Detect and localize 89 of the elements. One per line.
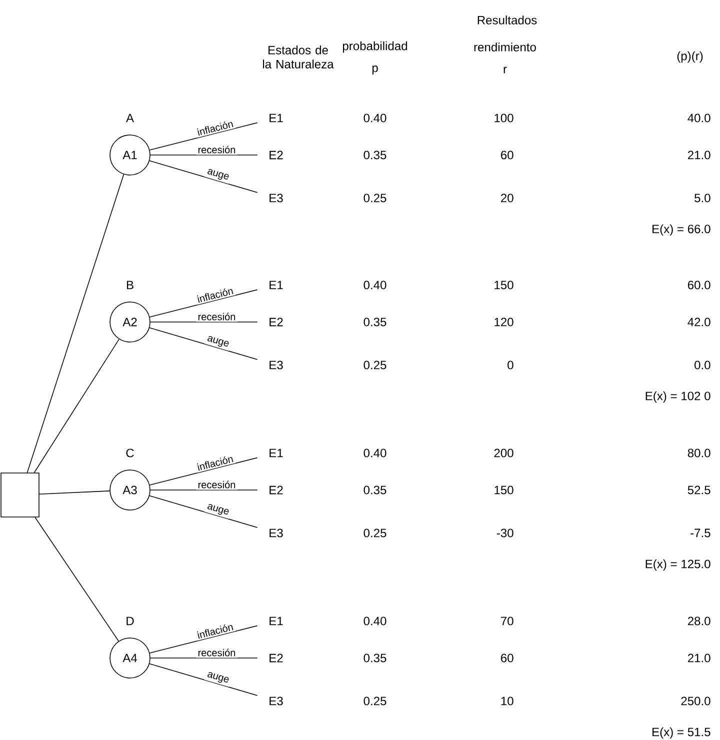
expected-value: E(x) = 102 0	[646, 391, 710, 403]
table-value: 0.35	[364, 486, 386, 494]
column-header: rendimiento	[474, 42, 536, 52]
expected-value: E(x) = 51.5	[652, 727, 710, 739]
branch-line	[26, 174, 124, 473]
outcome-label: E3	[270, 194, 283, 202]
table-value: 100	[494, 114, 514, 122]
branch-line	[34, 338, 120, 473]
table-value: -7.5	[690, 528, 710, 538]
edge-label: inflación	[194, 620, 236, 641]
alternative-letter: A	[126, 114, 134, 122]
branch-line	[149, 625, 258, 654]
table-value: 42.0	[688, 318, 710, 326]
branch-line	[149, 160, 258, 193]
branch-line	[149, 289, 258, 318]
table-value: 60	[501, 150, 514, 160]
table-value: 21.0	[688, 654, 710, 662]
edge-label: auge	[204, 502, 232, 519]
edge-label: auge	[204, 166, 232, 184]
table-value: 60	[501, 654, 514, 662]
table-value: 250.0	[681, 696, 710, 706]
alternative-letter: C	[126, 448, 134, 458]
outcome-label: E3	[270, 528, 283, 538]
table-value: 0.40	[364, 280, 386, 290]
outcome-label: E3	[270, 696, 283, 706]
table-value: 0.25	[364, 696, 386, 706]
table-value: 80.0	[688, 448, 710, 458]
outcome-label: E2	[270, 486, 283, 494]
branch-line	[149, 495, 258, 528]
column-header: probabilidad	[342, 41, 408, 53]
alternative-letter: B	[126, 280, 134, 290]
table-value: 150	[494, 486, 514, 494]
table-value: 0.0	[694, 360, 710, 370]
column-header: Resultados	[478, 16, 537, 24]
expected-value: E(x) = 66.0	[652, 224, 710, 236]
table-value: 0	[508, 360, 514, 370]
edge-label: inflación	[194, 118, 236, 138]
branch-line	[39, 490, 110, 495]
table-value: 10	[501, 696, 514, 706]
table-value: 21.0	[688, 150, 710, 160]
edge-label: inflación	[194, 284, 236, 305]
column-header: p	[372, 66, 378, 74]
edge-label: recesión	[196, 479, 238, 490]
branch-line	[149, 663, 258, 696]
outcome-label: E3	[270, 360, 283, 370]
outcome-label: E1	[270, 448, 283, 458]
outcome-label: E2	[270, 150, 283, 160]
table-value: 0.40	[364, 448, 386, 458]
table-value: 0.25	[364, 360, 386, 370]
column-header: Estados de la Naturaleza	[263, 46, 334, 68]
table-value: 70	[501, 616, 514, 626]
table-value: 150	[494, 280, 514, 290]
edge-label: auge	[204, 334, 232, 351]
outcome-label: E2	[270, 654, 283, 662]
table-value: 40.0	[688, 114, 710, 122]
edge-label: recesión	[196, 144, 238, 155]
branch-line	[34, 517, 119, 642]
alternative-letter: D	[126, 616, 134, 626]
branch-line	[149, 122, 258, 150]
outcome-label: E2	[270, 318, 283, 326]
table-value: -30	[496, 528, 514, 538]
table-value: 60.0	[688, 280, 710, 290]
branch-line	[150, 154, 258, 156]
table-value: 28.0	[688, 616, 710, 626]
expected-value: E(x) = 125.0	[646, 559, 710, 571]
outcome-label: E1	[270, 280, 283, 290]
table-value: 0.40	[364, 114, 386, 122]
table-value: 0.35	[364, 318, 386, 326]
outcome-label: E1	[270, 616, 283, 626]
table-value: 0.40	[364, 616, 386, 626]
edge-label: recesión	[196, 647, 238, 658]
table-value: 0.25	[364, 528, 386, 538]
table-value: 0.35	[364, 150, 386, 160]
table-value: 200	[494, 448, 514, 458]
table-value: 120	[494, 318, 514, 326]
branch-line	[149, 327, 258, 360]
column-header: (p)(r)	[677, 51, 703, 63]
outcome-label: E1	[270, 114, 283, 122]
table-value: 0.25	[364, 194, 386, 202]
edge-label: auge	[204, 670, 232, 687]
edge-label: inflación	[194, 452, 236, 473]
table-value: 5.0	[694, 194, 710, 202]
table-value: 0.35	[364, 654, 386, 662]
decision-square	[0, 472, 40, 518]
column-header: r	[504, 66, 507, 74]
table-value: 52.5	[688, 486, 710, 494]
table-value: 20	[501, 194, 514, 202]
edge-label: recesión	[196, 311, 238, 322]
branch-line	[149, 457, 258, 486]
